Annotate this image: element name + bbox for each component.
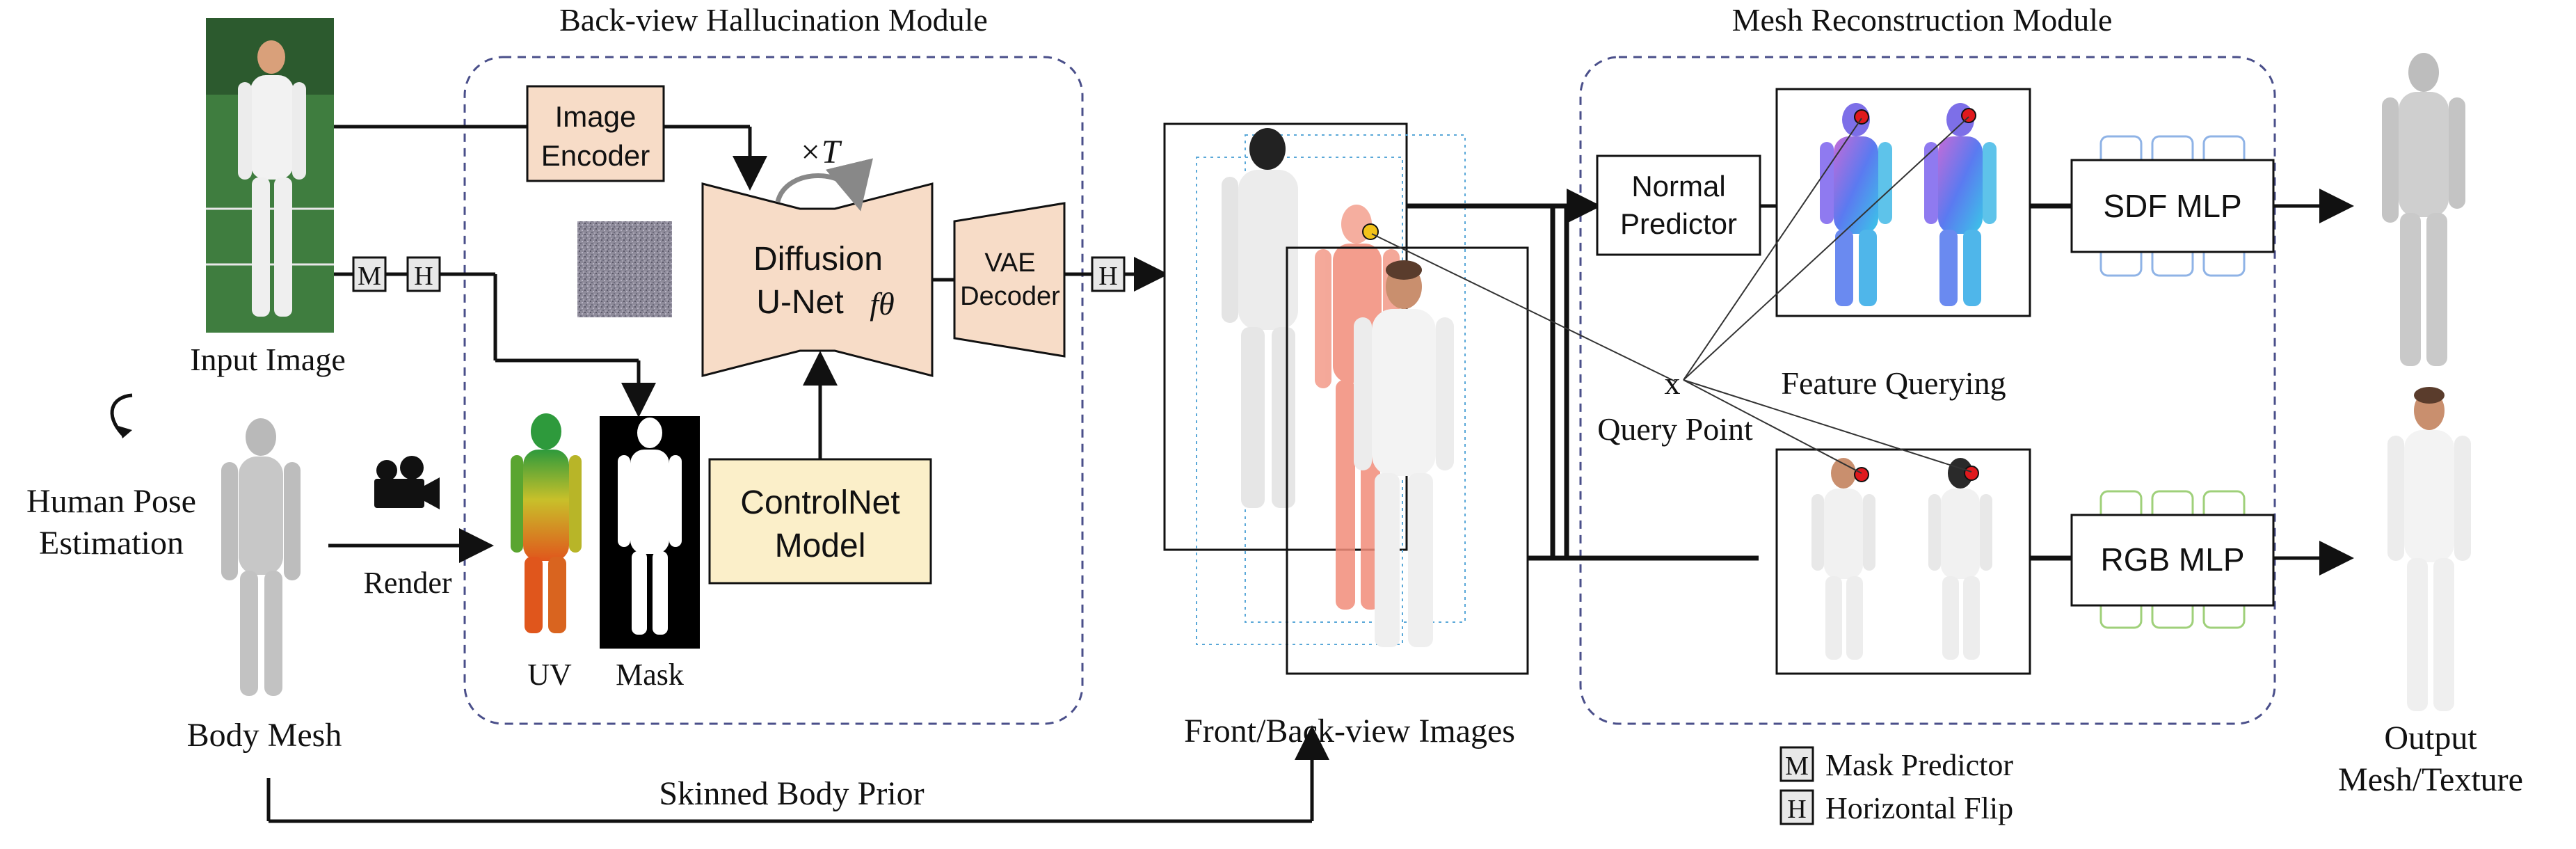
horizontal-flip-box-1 — [406, 256, 441, 292]
rgb-mlp-label: RGB MLP — [2100, 541, 2244, 578]
legend-m-label: Mask Predictor — [1825, 748, 2013, 782]
mesh-recon-module-title: Mesh Reconstruction Module — [1732, 2, 2113, 38]
uv-label: UV — [527, 658, 572, 692]
skinned-prior-label: Skinned Body Prior — [659, 775, 924, 812]
sdf-mlp-box — [2070, 159, 2275, 253]
timestep-label: ×T — [799, 134, 842, 170]
body-mesh-label: Body Mesh — [187, 717, 342, 754]
mask-label: Mask — [616, 658, 684, 692]
legend: M Mask Predictor H Horizontal Flip — [1779, 746, 2013, 825]
image-encoder-label-1: Image — [555, 100, 637, 133]
normal-maps — [1775, 88, 2031, 317]
query-lines — [1371, 116, 1972, 474]
normal-predictor-box — [1596, 154, 1761, 256]
normal-label-1: Normal — [1631, 170, 1725, 203]
vae-label-1: VAE — [984, 248, 1035, 278]
camera-icon — [374, 456, 440, 509]
input-image-label: Input Image — [190, 342, 346, 377]
rgb-mlp-box — [2070, 514, 2275, 607]
rgb-images — [1775, 448, 2031, 675]
render-label: Render — [363, 566, 451, 600]
unet-label-2: U-Net — [756, 284, 843, 321]
timestep-loop-arrow — [775, 158, 873, 212]
mesh-recon-module-frame — [1579, 56, 2276, 725]
horizontal-flip-symbol-1: H — [414, 262, 433, 291]
unet-label-1: Diffusion — [753, 241, 883, 278]
output-mesh — [2382, 53, 2465, 366]
sdf-mlp-label: SDF MLP — [2103, 188, 2241, 224]
bounding-volume-back — [1196, 157, 1403, 645]
body-mesh-figure — [221, 418, 301, 696]
unet-symbol: fθ — [870, 286, 894, 322]
pose-label-line1: Human Pose — [26, 483, 196, 520]
controlnet-label-2: Model — [775, 527, 866, 564]
front-back-label: Front/Back-view Images — [1184, 713, 1515, 749]
mask-predictor-symbol: M — [358, 262, 381, 291]
horizontal-flip-symbol-2: H — [1098, 262, 1117, 291]
uv-render — [511, 413, 582, 633]
front-back-images — [1163, 122, 1529, 675]
pose-rotate-icon — [110, 393, 133, 436]
back-view-module-title: Back-view Hallucination Module — [559, 2, 988, 38]
image-encoder-box — [526, 85, 665, 182]
back-view-module-frame — [463, 56, 1084, 725]
output-textured — [2387, 387, 2471, 711]
query-x: x — [1665, 365, 1681, 401]
query-point-dot — [1362, 223, 1379, 240]
output-label-2: Mesh/Texture — [2338, 761, 2523, 798]
legend-h-symbol: H — [1787, 795, 1806, 824]
horizontal-flip-box-2 — [1091, 256, 1126, 292]
controlnet-box — [708, 458, 932, 585]
legend-m-symbol: M — [1785, 752, 1809, 781]
output-label-1: Output — [2384, 720, 2477, 756]
controlnet-label-1: ControlNet — [740, 484, 899, 521]
image-encoder-label-2: Encoder — [541, 139, 650, 172]
feature-querying-label: Feature Querying — [1781, 365, 2006, 401]
pose-rotate-arrowhead — [118, 426, 132, 438]
vae-label-2: Decoder — [960, 282, 1060, 311]
query-point-label: Query Point — [1597, 411, 1753, 447]
front-view-image — [1286, 246, 1529, 675]
legend-h-label: Horizontal Flip — [1825, 791, 2013, 825]
noise-image — [577, 221, 672, 317]
diffusion-unet-block — [701, 182, 934, 377]
pose-label-line2: Estimation — [39, 525, 184, 562]
input-image — [206, 18, 334, 333]
vae-decoder-block — [953, 202, 1066, 358]
mask-render — [600, 416, 700, 649]
normal-label-2: Predictor — [1620, 207, 1737, 240]
